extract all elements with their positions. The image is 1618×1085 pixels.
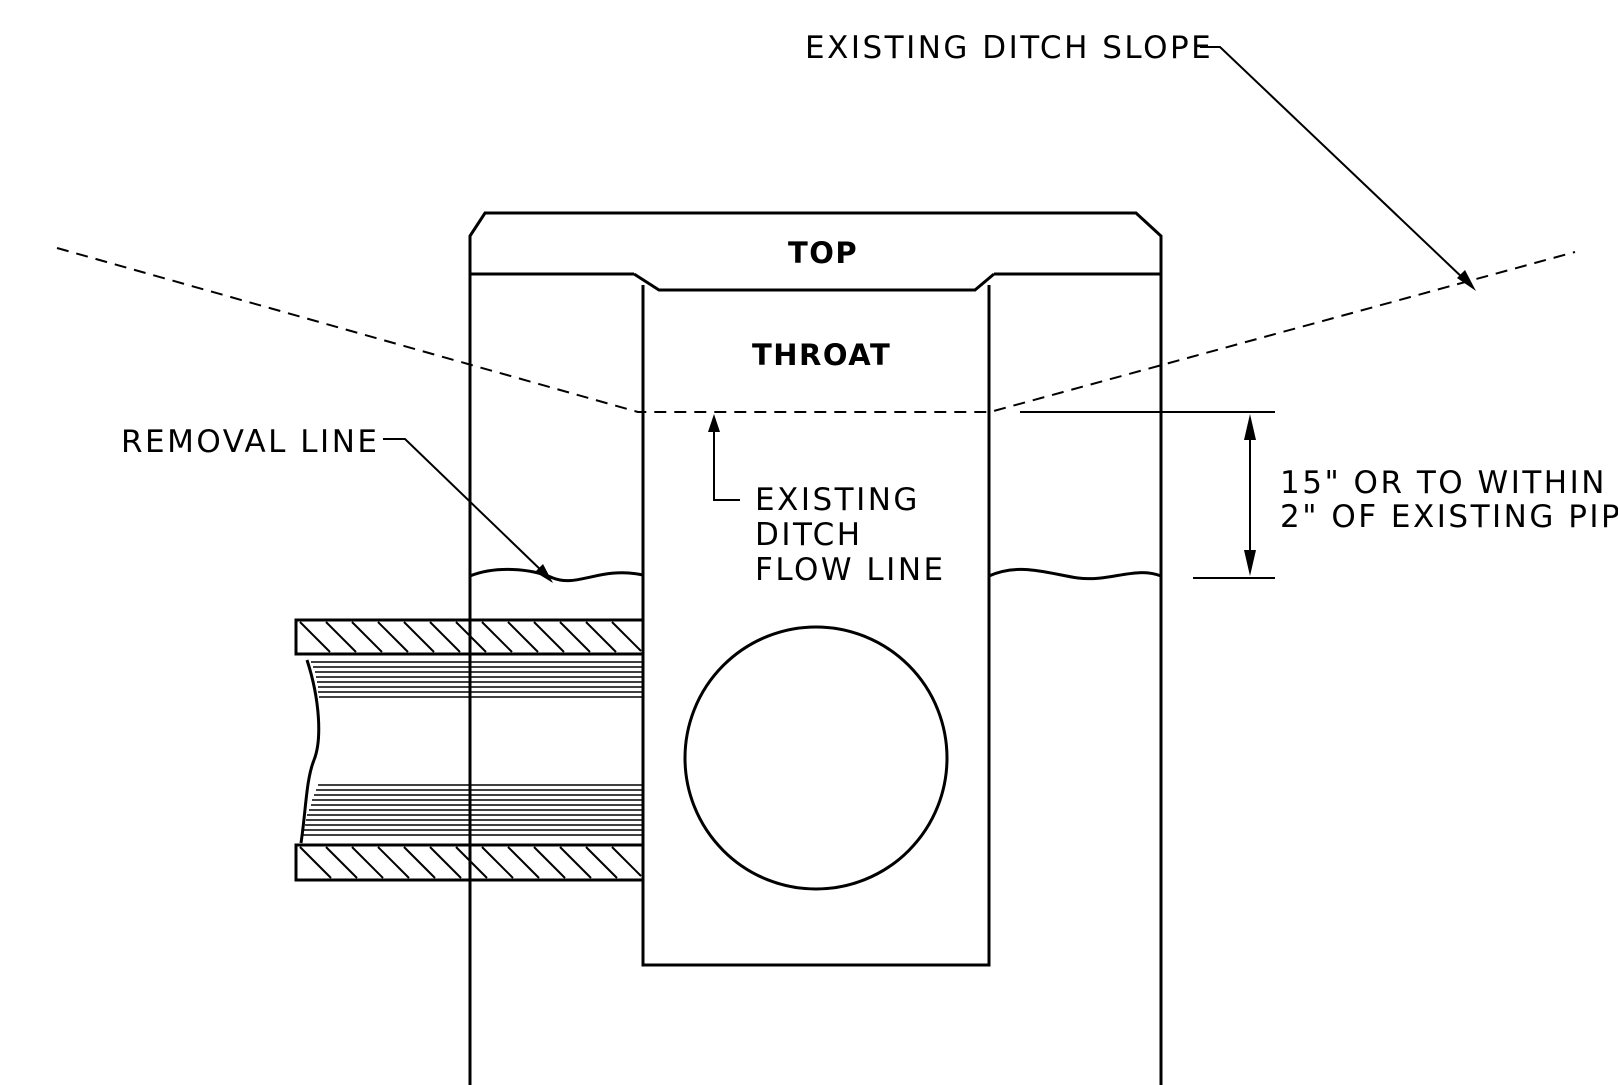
flow-line-label-line-2: DITCH <box>755 517 863 553</box>
removal-break-line-right <box>988 568 1162 581</box>
removal-line-label: REMOVAL LINE <box>121 424 379 460</box>
top-label: TOP <box>788 236 858 270</box>
depth-dimension <box>1020 411 1275 579</box>
inlet-outer-structure <box>468 211 1163 1085</box>
existing-ditch-slope-line <box>56 247 1576 413</box>
pipe-wall-hatching-bottom <box>299 846 642 879</box>
flow-line-label-line-3: FLOW LINE <box>755 552 946 588</box>
pipe-wall-hatching-top <box>299 621 642 653</box>
ditch-slope-leader <box>1200 46 1476 291</box>
dimension-note-line-1: 15" OR TO WITHIN <box>1280 465 1607 501</box>
removal-break-line-left <box>469 568 644 583</box>
throat-label: THROAT <box>752 338 891 372</box>
flow-line-leader <box>708 414 740 501</box>
pipe-bore-shading <box>299 659 643 844</box>
dimension-arrowhead-bottom <box>1244 550 1256 576</box>
ditch-slope-arrowhead <box>1457 270 1476 291</box>
existing-pipe <box>294 618 645 882</box>
throat-opening <box>633 272 995 967</box>
pipe-opening-circle <box>683 625 949 891</box>
dimension-arrowhead-top <box>1244 414 1256 440</box>
dimension-note-line-2: 2" OF EXISTING PIPE <box>1280 499 1618 535</box>
removal-line-leader <box>383 438 553 583</box>
flow-line-label-line-1: EXISTING <box>755 482 920 518</box>
flow-line-arrowhead <box>708 414 720 432</box>
existing-ditch-slope-label: EXISTING DITCH SLOPE <box>805 30 1213 66</box>
removal-line-arrowhead <box>535 564 553 583</box>
